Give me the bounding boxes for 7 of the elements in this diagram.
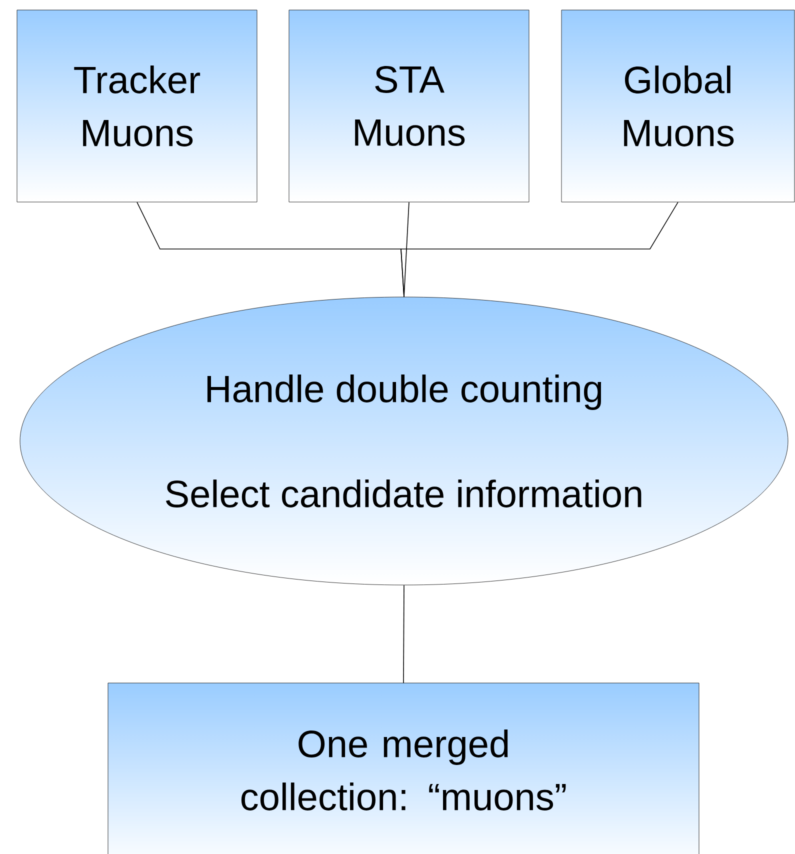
connector-line [403,584,404,684]
process-box: Global Muons [561,10,795,202]
process-box: STA Muons [288,10,530,202]
connector-line [404,202,410,298]
process-box: Tracker Muons [16,10,258,202]
process-box: One merged collection: “muons” [108,682,700,854]
connector-line [400,202,678,298]
